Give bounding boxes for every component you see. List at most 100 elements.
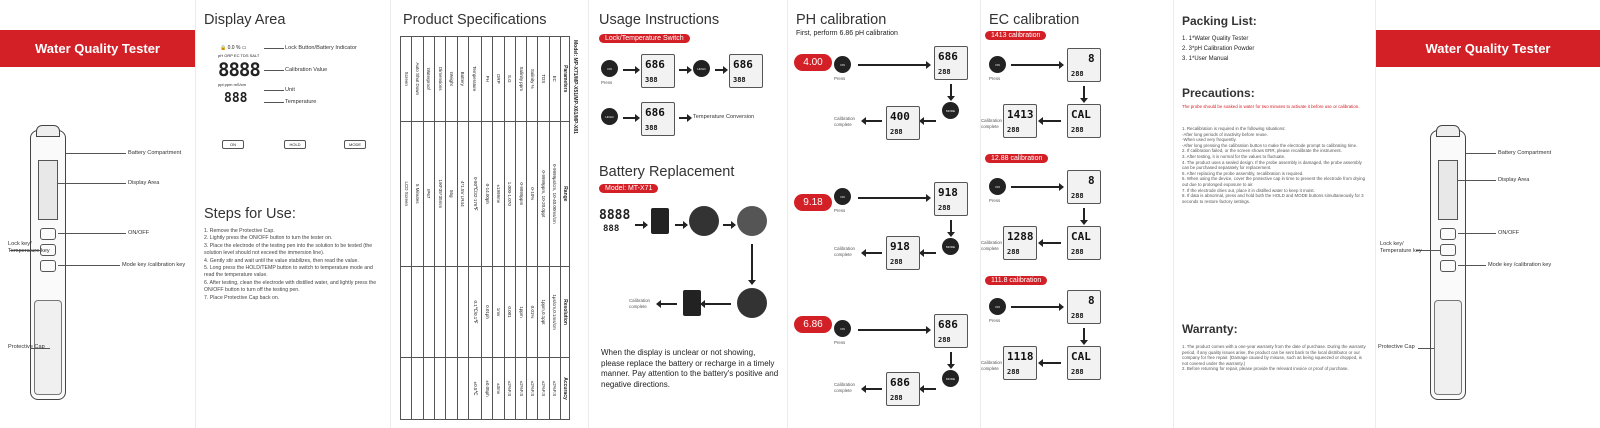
button-icon: ON <box>989 56 1006 73</box>
spec-cell <box>423 266 435 358</box>
battery-model-pill: Model: MT-X71 <box>599 184 659 193</box>
specs-title: Product Specifications <box>403 12 547 28</box>
precautions-title: Precautions: <box>1182 86 1255 100</box>
spec-cell <box>400 266 412 358</box>
press-label: Press <box>601 80 613 85</box>
battery-cover-icon <box>651 208 669 234</box>
spec-cell: ±0.05ph <box>481 357 493 420</box>
spec-cell <box>434 266 446 358</box>
steps-list: 1. Remove the Protective Cap. 2. Lightly… <box>204 228 377 301</box>
fold-line <box>980 0 981 428</box>
ec-1413-pill: 1413 calibration <box>985 31 1047 40</box>
spec-header: Accuracy <box>560 357 570 420</box>
specs-panel: Product Specifications Model: MP-X71/MP-… <box>391 0 588 428</box>
ph-panel: PH calibration First, perform 6.86 pH ca… <box>788 0 980 428</box>
spec-cell: 0.01% <box>526 266 538 358</box>
spec-header: Range <box>560 121 570 267</box>
spec-cell: 0-10% <box>526 121 538 267</box>
steps-title: Steps for Use: <box>204 206 296 222</box>
spec-cell: Salinity % <box>526 36 538 122</box>
btn-on-diagram: ON <box>222 140 244 149</box>
label-display-right: Display Area <box>1498 177 1530 183</box>
spec-cell: Waterproof <box>423 36 435 122</box>
button-icon: HOLD <box>693 60 710 77</box>
fold-line <box>1375 0 1376 428</box>
label-battery-right: Battery Compartment <box>1498 150 1552 156</box>
battery-open-icon <box>689 206 719 236</box>
spec-cell: ORP <box>492 36 505 122</box>
spec-cell: 1ppm,0.1ppt <box>537 266 550 358</box>
spec-cell: PH <box>481 36 493 122</box>
label-onoff: ON/OFF <box>128 230 150 236</box>
spec-cell: Weight <box>445 36 458 122</box>
spec-cell: S.G <box>504 36 516 122</box>
fold-line <box>588 0 589 428</box>
lcd-top-digits: 8888 <box>218 59 261 81</box>
spec-cell: 0-9999ppm <box>515 121 527 267</box>
spec-cell: ±2%F.S <box>515 357 527 420</box>
spec-cell: 1.000-1.070 <box>504 121 516 267</box>
spec-cell: 190*35*35mm <box>434 121 446 267</box>
btn-hold-diagram: HOLD <box>284 140 306 149</box>
spec-model: Model: MP-X71/MP-X51/MP-X61/MP-X81 <box>572 40 578 134</box>
battery-lcd-top: 8888 <box>599 208 631 223</box>
spec-cell: 1mv <box>492 266 505 358</box>
spec-cell <box>411 266 424 358</box>
button-icon: ON <box>601 60 618 77</box>
spec-row: Salinity %0-10%0.01%±2%F.S <box>526 36 538 420</box>
temperature-label: Temperature <box>285 99 317 105</box>
spec-cell <box>457 266 469 358</box>
usage-title: Usage Instructions <box>599 12 720 28</box>
temp-conversion-label: Temperature Conversion <box>693 114 755 120</box>
spec-header: Resolution <box>560 266 570 358</box>
spec-cell: Salinity ppm <box>515 36 527 122</box>
calibration-value-label: Calibration Value <box>285 67 328 73</box>
fold-line <box>787 0 788 428</box>
spec-cell: Temperature <box>468 36 482 122</box>
battery-lcd-bottom: 888 <box>603 224 620 234</box>
spec-cell: EC <box>549 36 561 122</box>
display-area-panel: Display Area 🔒 0.0 % ▭ pH ORP EC TDS SAL… <box>196 0 390 428</box>
spec-cell: 0.1℃/0.1℉ <box>468 266 482 358</box>
info-panel: Packing List: 1. 1*Water Quality Tester … <box>1174 0 1375 428</box>
spec-cell <box>457 357 469 420</box>
button-icon: ON <box>834 56 851 73</box>
label-battery: Battery Compartment <box>128 150 182 156</box>
cover-title: Water Quality Tester <box>0 30 195 67</box>
ec-1118-pill: 111.8 calibration <box>985 276 1048 285</box>
spec-cell: IP67 <box>423 121 435 267</box>
spec-cell: 1μs/cm,0.1ms/cm <box>549 266 561 358</box>
label-cap: Protective Cap <box>8 344 45 350</box>
battery-calib-label: Calibration complete <box>629 298 650 309</box>
spec-cell <box>445 266 458 358</box>
ec-1288-pill: 12.88 calibration <box>985 154 1049 163</box>
spec-cell: 5 Minutes <box>411 121 424 267</box>
spec-cell: ±2%F.S <box>549 357 561 420</box>
button-icon: ON <box>834 188 851 205</box>
lcd-bottom-digits: 888 <box>224 91 248 106</box>
unit-label: Unit <box>285 87 295 93</box>
spec-cell <box>423 357 435 420</box>
button-icon: MODE <box>942 370 959 387</box>
label-onoff-right: ON/OFF <box>1498 230 1520 236</box>
button-icon: MODE <box>942 102 959 119</box>
spec-cell: 4*1.5V LR44 <box>457 121 469 267</box>
